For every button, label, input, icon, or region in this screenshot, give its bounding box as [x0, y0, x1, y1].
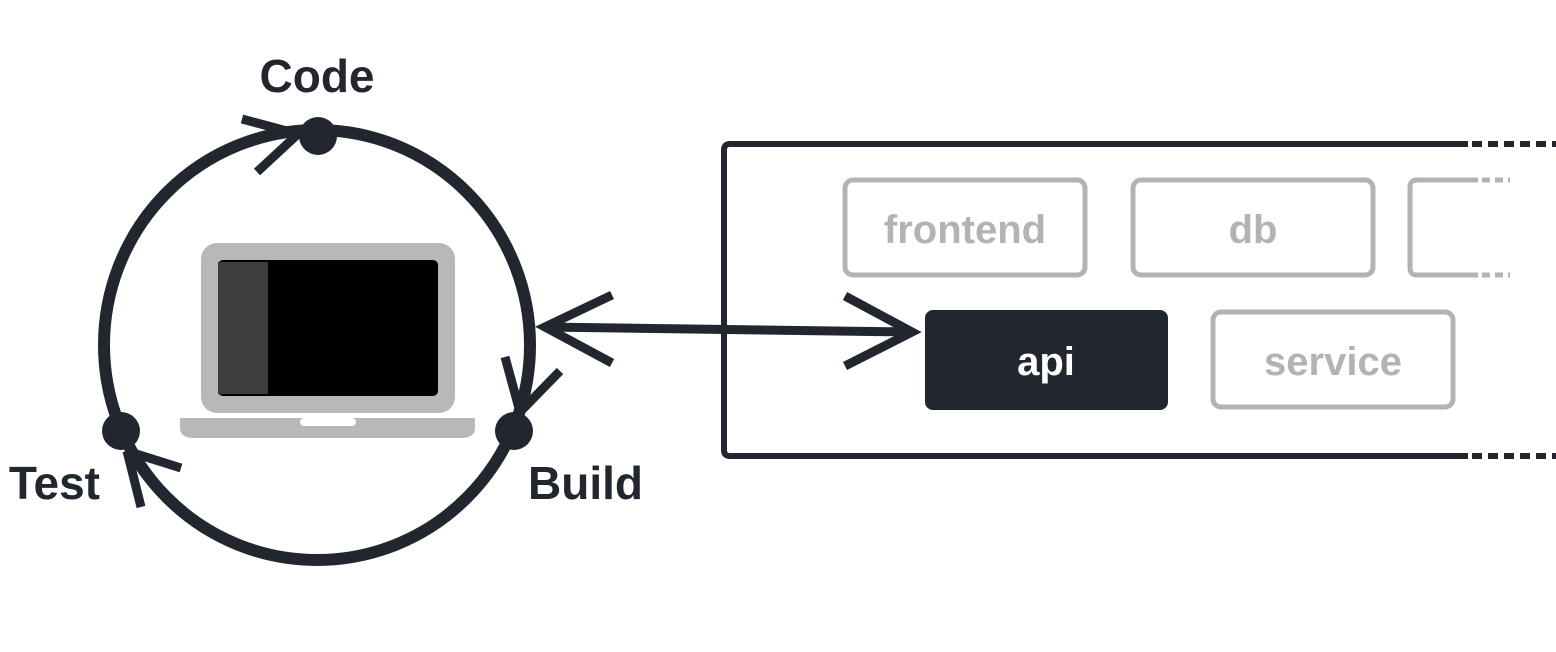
service-frontend: frontend — [842, 177, 1088, 278]
service-frontend-label: frontend — [884, 208, 1046, 252]
dev-loop: Code Build Test — [9, 50, 643, 566]
test-node — [102, 412, 140, 450]
test-arrow-icon — [122, 446, 183, 509]
service-service-label: service — [1264, 340, 1402, 384]
service-service: service — [1210, 309, 1456, 410]
code-arrow-icon — [240, 114, 302, 176]
cluster-boundary — [721, 141, 1468, 459]
connector — [535, 290, 922, 371]
service-db: db — [1130, 177, 1376, 278]
code-node — [299, 117, 337, 155]
service-api-label: api — [1017, 340, 1075, 384]
service-api: api — [925, 310, 1168, 410]
connector-right-arrow-icon — [842, 292, 922, 371]
laptop-icon — [180, 243, 475, 438]
build-label: Build — [528, 457, 643, 509]
service-db-label: db — [1229, 208, 1278, 252]
test-label: Test — [9, 457, 100, 509]
code-label: Code — [260, 50, 375, 102]
cluster: frontend db api service — [721, 141, 1556, 459]
connector-line — [544, 322, 913, 337]
build-arrow-icon — [500, 355, 564, 416]
service-truncated — [1407, 177, 1510, 278]
connector-left-arrow-icon — [535, 290, 615, 367]
build-node — [495, 412, 533, 450]
